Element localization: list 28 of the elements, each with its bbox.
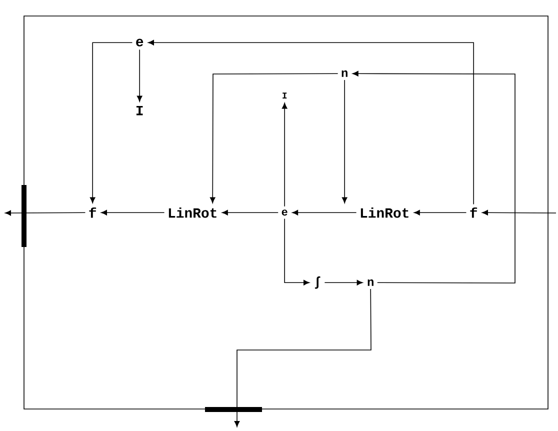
arrow [234, 288, 372, 427]
arrow [284, 218, 310, 286]
arrow [222, 210, 279, 216]
node-label: n [368, 279, 374, 286]
arrow [292, 210, 357, 216]
node-label: I [136, 106, 143, 116]
arrow [414, 210, 467, 216]
node-label: I [282, 92, 287, 99]
arrow [90, 42, 133, 204]
node-label: ∫ [314, 276, 320, 289]
arrow [282, 102, 288, 207]
arrow [101, 210, 165, 216]
arrow [148, 40, 474, 205]
node-label: e [282, 210, 288, 216]
arrow [136, 49, 142, 102]
node-label: n [342, 70, 348, 77]
node-label: LinRot [360, 207, 408, 218]
arrow [5, 210, 86, 216]
node-label: f [470, 207, 478, 218]
arrow [352, 70, 516, 284]
arrow [482, 210, 556, 216]
node-label: f [89, 207, 96, 218]
node-label: LinRot [168, 207, 216, 218]
frame-box [24, 16, 548, 410]
node-label: e [136, 38, 144, 46]
arrow [324, 280, 363, 286]
arrow [210, 73, 338, 204]
arrow [342, 80, 348, 204]
